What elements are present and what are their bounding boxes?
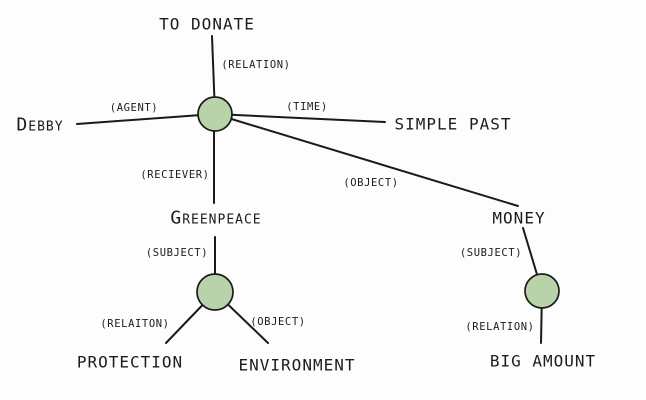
edge-time-simple-past	[214, 113, 386, 123]
relation-hub-node-1	[197, 96, 233, 132]
relation-hub-node-2	[196, 273, 234, 311]
concept-label-big-amount: BIG AMOUNT	[489, 351, 597, 371]
edge-label-object-upper: (OBJECT)	[343, 177, 399, 189]
edge-label-subject-right: (SUBJECT)	[459, 247, 523, 259]
edge-agent-debby	[76, 113, 216, 125]
concept-label-greenpeace: Greenpeace	[170, 207, 262, 229]
concept-label-debby: Debby	[16, 114, 64, 136]
relation-hub-node-3	[524, 273, 560, 309]
concept-label-protection: PROTECTION	[76, 352, 184, 372]
concept-label-simple-past: SIMPLE PAST	[394, 114, 512, 134]
edge-label-reciever: (RECIEVER)	[140, 169, 210, 181]
concept-label-to-donate: TO DONATE	[159, 14, 255, 34]
edge-label-object-lower: (OBJECT)	[250, 316, 306, 328]
concept-label-money: MONEY	[492, 208, 546, 228]
edge-object-money	[214, 113, 519, 207]
edge-label-relation-right: (RELATION)	[465, 321, 535, 333]
edge-label-subject-left: (SUBJECT)	[145, 247, 209, 259]
edge-label-relaiton-left: (RELAITON)	[100, 318, 170, 330]
edge-label-time: (TIME)	[286, 101, 328, 113]
edge-label-relation-top: (RELATION)	[221, 59, 291, 71]
concept-label-environment: ENVIRONMENT	[238, 355, 356, 375]
edge-label-agent: (AGENT)	[109, 102, 159, 114]
